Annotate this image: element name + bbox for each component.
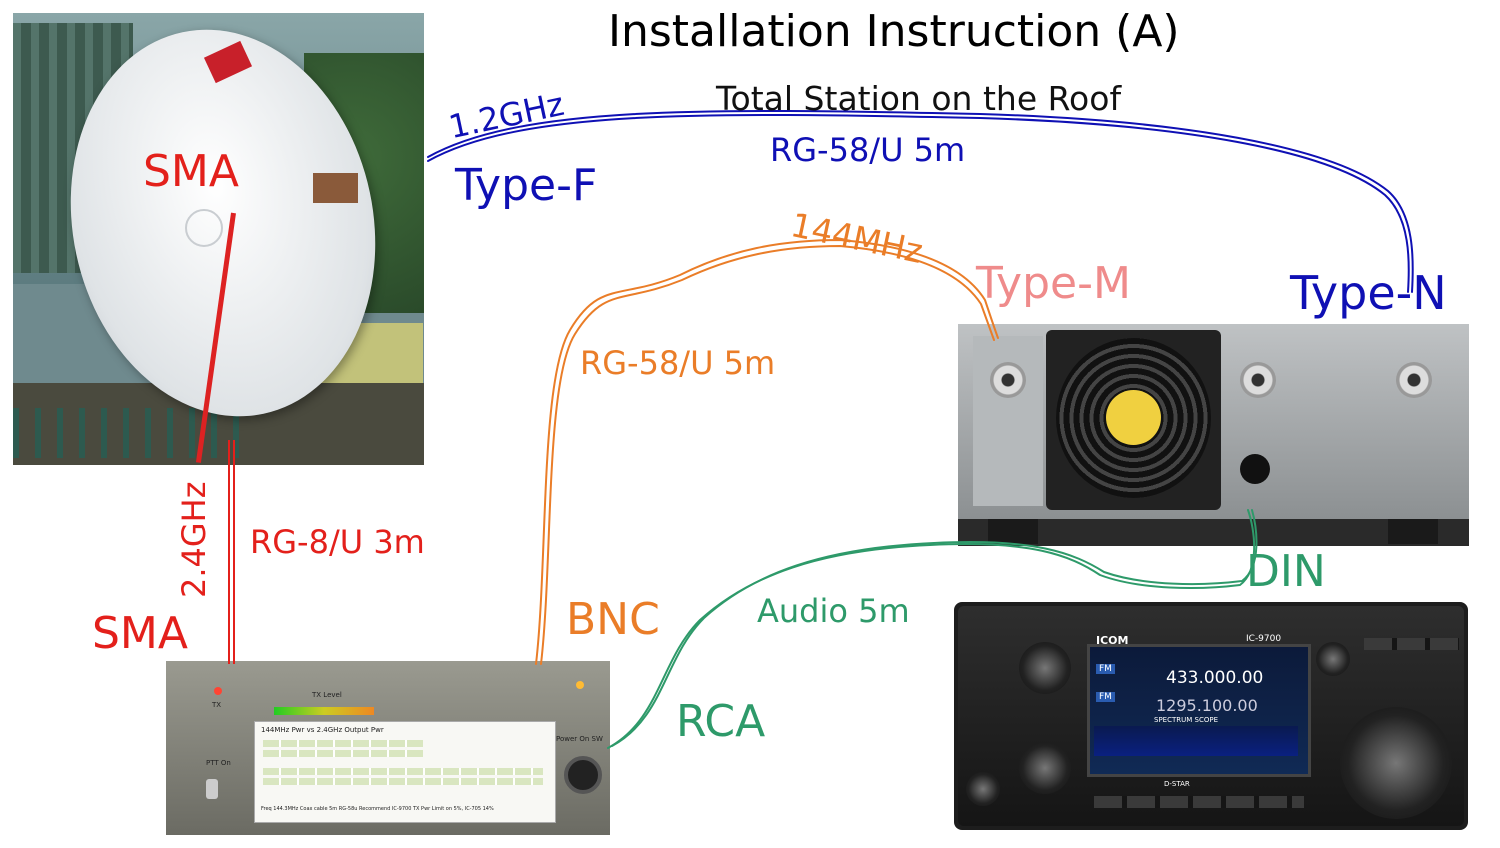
main-dial-icon bbox=[1340, 707, 1452, 819]
page-subtitle: Total Station on the Roof bbox=[716, 79, 1122, 118]
mode-b-label: FM bbox=[1096, 692, 1115, 702]
type-n-connector-b-icon bbox=[1396, 362, 1432, 398]
model-label: IC-9700 bbox=[1246, 634, 1282, 644]
mic-connector-icon bbox=[966, 772, 1000, 806]
spectrum-scope bbox=[1094, 726, 1298, 756]
spectrum-scope-label: SPECTRUM SCOPE bbox=[1154, 716, 1218, 724]
transceiver-rear-panel-photo bbox=[958, 324, 1469, 546]
cable-144mhz bbox=[535, 239, 999, 665]
ptt-label: PTT On bbox=[206, 759, 231, 767]
page-title: Installation Instruction (A) bbox=[608, 6, 1180, 57]
din-socket-icon bbox=[1240, 454, 1270, 484]
ptt-toggle-switch bbox=[206, 779, 218, 799]
rca-label: RCA bbox=[676, 696, 766, 747]
dish-feed bbox=[313, 173, 358, 203]
din-label: DIN bbox=[1246, 546, 1326, 597]
function-buttons bbox=[1094, 796, 1304, 808]
power-led-icon bbox=[576, 681, 584, 689]
audio-cable-label: Audio 5m bbox=[757, 592, 910, 630]
frequency-a: 433.000.00 bbox=[1166, 668, 1264, 688]
power-switch-label: Power On SW bbox=[556, 735, 603, 743]
coax-144-label: RG-58/U 5m bbox=[580, 344, 776, 382]
type-f-label: Type-F bbox=[455, 160, 598, 211]
transceiver-front-panel-photo: ICOM IC-9700 FM 433.000.00 FM 1295.100.0… bbox=[954, 602, 1468, 830]
sub-af-knob-icon bbox=[1019, 742, 1071, 794]
type-n-connector-a-icon bbox=[1240, 362, 1276, 398]
tx-level-bar bbox=[274, 707, 374, 715]
d-star-label: D-STAR bbox=[1164, 780, 1190, 788]
sma-top-label: SMA bbox=[143, 146, 239, 197]
type-m-connector-icon bbox=[990, 362, 1026, 398]
coax-2400-label: RG-8/U 3m bbox=[250, 523, 425, 561]
power-control-box-photo: TX TX Level PTT On 144MHz Pwr vs 2.4GHz … bbox=[166, 661, 610, 835]
type-n-label: Type-N bbox=[1290, 266, 1447, 320]
tx-led-icon bbox=[214, 687, 222, 695]
parabolic-dish-antenna-photo bbox=[13, 13, 424, 465]
type-m-label: Type-M bbox=[976, 258, 1131, 309]
power-table-title: 144MHz Pwr vs 2.4GHz Output Pwr bbox=[261, 726, 384, 734]
tx-label: TX bbox=[212, 701, 222, 709]
cable-2400mhz bbox=[228, 440, 235, 664]
coax-1200-label: RG-58/U 5m bbox=[770, 131, 966, 169]
sma-bottom-label: SMA bbox=[92, 608, 188, 659]
af-rf-sql-knob-icon bbox=[1019, 642, 1071, 694]
brand-logo: ICOM bbox=[1096, 634, 1129, 647]
mode-a-label: FM bbox=[1096, 664, 1115, 674]
tx-level-label: TX Level bbox=[312, 691, 342, 699]
power-switch-knob-icon bbox=[564, 756, 602, 794]
cable-audio bbox=[607, 509, 1258, 749]
multi-knob-icon bbox=[1316, 642, 1350, 676]
freq-2400-label: 2.4GHz bbox=[175, 481, 213, 598]
cable-1200mhz bbox=[427, 109, 1414, 293]
top-right-buttons bbox=[1364, 638, 1459, 650]
power-table-footer: Freq 144.3MHz Coax cable 5m RG-58u Recom… bbox=[261, 806, 494, 812]
power-table-sheet: 144MHz Pwr vs 2.4GHz Output Pwr Freq 144… bbox=[254, 721, 556, 823]
bnc-label: BNC bbox=[566, 594, 660, 645]
frequency-b: 1295.100.00 bbox=[1156, 696, 1258, 715]
